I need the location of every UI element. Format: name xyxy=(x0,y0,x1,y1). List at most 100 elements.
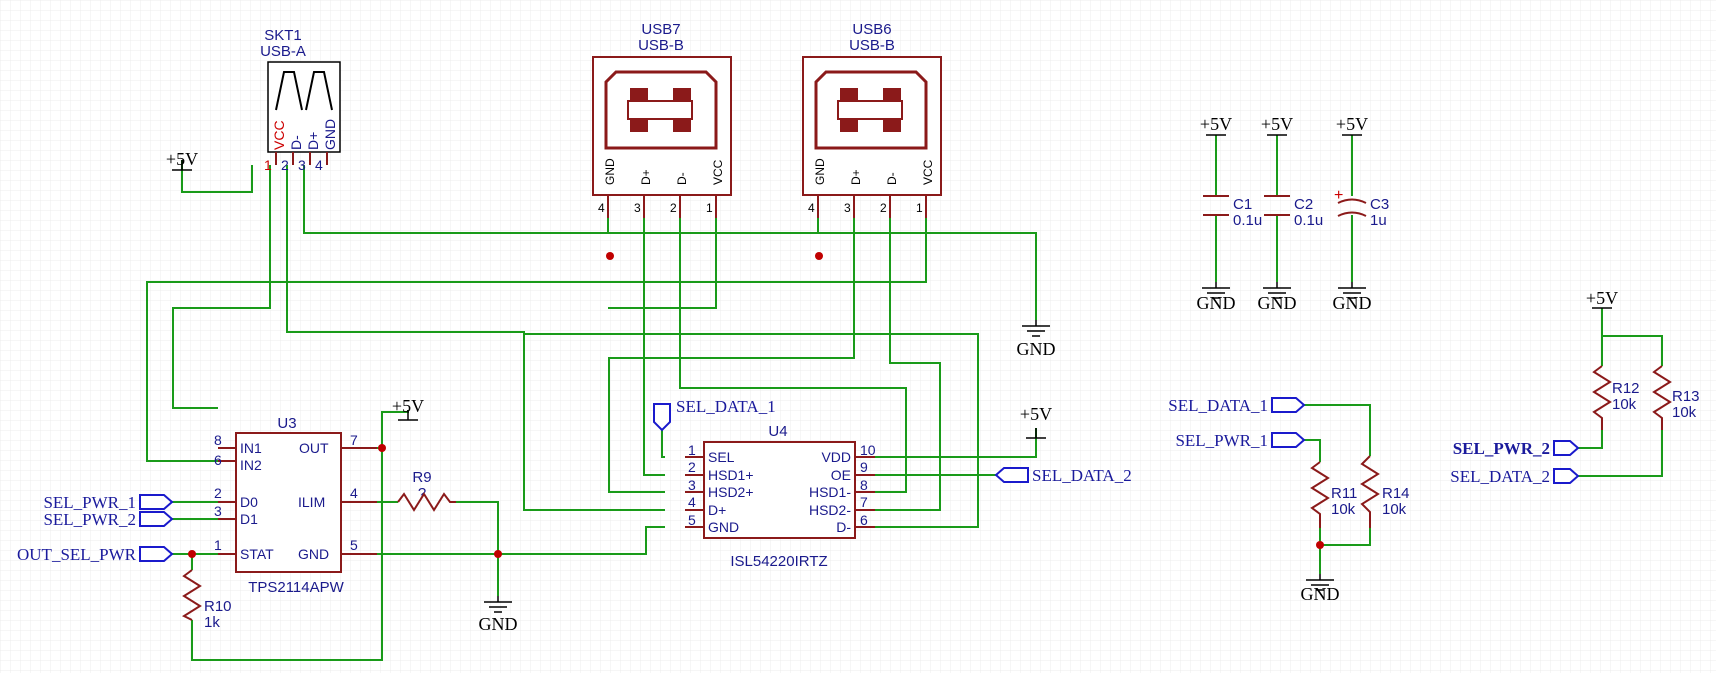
usb6-pin-num: 3 xyxy=(844,201,851,215)
port-flag-icon xyxy=(139,494,174,510)
capacitor-c2[interactable]: C2 0.1u xyxy=(1264,195,1323,229)
port-flag-icon xyxy=(653,403,671,432)
net-port-sel-pwr-1-r11[interactable]: SEL_PWR_1 xyxy=(1175,431,1306,450)
net-label-sel-pwr-1: SEL_PWR_1 xyxy=(43,493,136,512)
u3-pin-ilim: ILIM xyxy=(298,494,325,510)
u3-pin-d1: D1 xyxy=(240,511,258,527)
usb7-pin-num: 1 xyxy=(706,201,713,215)
u3-tps2114apw[interactable]: U3 TPS2114APW 8 IN1 6 IN2 2 D0 3 D1 1 ST… xyxy=(214,415,377,596)
power-5v-u4vdd: +5V xyxy=(1020,404,1052,439)
net-port-sel-pwr-2-r12[interactable]: SEL_PWR_2 xyxy=(1453,439,1580,458)
usb7-pin-gnd: GND xyxy=(603,158,617,185)
port-flag-icon xyxy=(1553,440,1580,456)
net-port-sel-data-2-u4[interactable]: SEL_DATA_2 xyxy=(994,466,1132,485)
junction-dot xyxy=(815,252,823,260)
usb7-pin-vcc: VCC xyxy=(711,159,725,185)
u4-pin-num: 1 xyxy=(688,442,696,458)
resistor-r14[interactable]: R14 10k xyxy=(1360,455,1410,528)
skt1-pin-num: 3 xyxy=(298,157,306,173)
u3-pin-gnd: GND xyxy=(298,546,329,562)
u4-pin-num: 8 xyxy=(860,477,868,493)
ground-symbols: GND GND GND GND GND GND xyxy=(479,282,1372,634)
u4-pin-num: 6 xyxy=(860,512,868,528)
skt1-pin-num: 4 xyxy=(315,157,323,173)
junction-dot xyxy=(606,252,614,260)
r10-ref: R10 xyxy=(204,598,232,615)
power-5v-skt1: +5V xyxy=(166,149,198,171)
capacitor-c3[interactable]: + C3 1u xyxy=(1334,187,1389,229)
usb6-pin-num: 4 xyxy=(808,201,815,215)
c3-polarity-mark: + xyxy=(1334,187,1343,204)
u4-pin-sel: SEL xyxy=(708,449,735,465)
usb6-usb-b[interactable]: USB6 USB-B GND D+ D- VCC 4 3 2 1 xyxy=(802,21,942,218)
ground-icon: GND xyxy=(1301,574,1340,604)
net-port-sel-pwr-2-u3[interactable]: SEL_PWR_2 xyxy=(43,510,174,529)
u4-pin-dplus: D+ xyxy=(708,502,726,518)
net-port-sel-data-1-r14[interactable]: SEL_DATA_1 xyxy=(1168,396,1306,415)
r13-value: 10k xyxy=(1672,404,1697,421)
capacitor-icon xyxy=(1203,195,1229,216)
ground-label: GND xyxy=(1258,293,1297,313)
usb6-pin-num: 2 xyxy=(880,201,887,215)
net-label-sel-data-1: SEL_DATA_1 xyxy=(1168,396,1268,415)
usb7-usb-b[interactable]: USB7 USB-B GND D+ D- VCC 4 3 2 1 xyxy=(592,21,732,218)
u3-pin-num: 4 xyxy=(350,485,358,501)
junction-dot xyxy=(188,550,196,558)
u3-pin-num: 5 xyxy=(350,537,358,553)
u3-pin-in1: IN1 xyxy=(240,440,262,456)
skt1-pin-num: 1 xyxy=(264,157,272,173)
ground-label: GND xyxy=(1333,293,1372,313)
u3-ref: U3 xyxy=(277,415,296,432)
usb-a-contact-icon xyxy=(305,71,333,111)
net-label-sel-pwr-2: SEL_PWR_2 xyxy=(43,510,136,529)
net-port-sel-data-1-u4[interactable]: SEL_DATA_1 xyxy=(653,397,776,432)
c1-ref: C1 xyxy=(1233,196,1252,213)
r11-value: 10k xyxy=(1331,501,1356,518)
usb-b-port-icon xyxy=(814,70,928,150)
u4-ref: U4 xyxy=(768,423,787,440)
ground-icon: GND xyxy=(479,596,518,634)
u4-pin-num: 9 xyxy=(860,459,868,475)
power-5v-label: +5V xyxy=(392,396,424,416)
wires xyxy=(146,135,1663,661)
usb7-ref: USB7 xyxy=(641,21,680,38)
u4-pin-hsd1minus: HSD1- xyxy=(809,484,851,500)
r9-value: ? xyxy=(418,485,426,502)
net-port-out-sel-pwr[interactable]: OUT_SEL_PWR xyxy=(17,545,174,564)
power-5v-c1: +5V xyxy=(1200,114,1232,136)
usb6-pin-dplus: D+ xyxy=(849,169,863,185)
port-flag-icon xyxy=(1271,432,1306,448)
net-port-sel-pwr-1-u3[interactable]: SEL_PWR_1 xyxy=(43,493,174,512)
u4-body xyxy=(703,441,856,539)
u3-body xyxy=(235,432,342,573)
u3-pin-num: 8 xyxy=(214,432,222,448)
u3-pin-num: 2 xyxy=(214,485,222,501)
resistor-r10[interactable]: R10 1k xyxy=(181,569,232,631)
u4-isl54220irtz[interactable]: U4 ISL54220IRTZ 1 SEL 2 HSD1+ 3 HSD2+ 4 … xyxy=(685,423,876,570)
resistor-r9[interactable]: R9 ? xyxy=(397,469,456,512)
skt1-usb-a[interactable]: SKT1 USB-A VCC D- D+ GND 1 2 3 4 xyxy=(260,27,341,173)
resistor-r13[interactable]: R13 10k xyxy=(1652,365,1700,430)
resistor-zigzag-icon xyxy=(1310,461,1330,528)
net-port-sel-data-2-r13[interactable]: SEL_DATA_2 xyxy=(1450,467,1580,486)
skt1-value: USB-A xyxy=(260,43,306,60)
r13-ref: R13 xyxy=(1672,388,1700,405)
usb7-body xyxy=(592,56,732,196)
power-5v-c3: +5V xyxy=(1336,114,1368,136)
resistor-r12[interactable]: R12 10k xyxy=(1592,365,1640,430)
junctions xyxy=(188,252,1324,558)
u4-pin-oe: OE xyxy=(831,467,851,483)
junction-dot xyxy=(494,550,502,558)
net-label-sel-pwr-2: SEL_PWR_2 xyxy=(1453,439,1550,458)
u3-value: TPS2114APW xyxy=(248,579,344,596)
r10-value: 1k xyxy=(204,614,220,631)
r12-ref: R12 xyxy=(1612,380,1640,397)
power-5v-u3out: +5V xyxy=(392,396,424,421)
capacitor-c1[interactable]: C1 0.1u xyxy=(1203,195,1262,229)
power-5v-r12: +5V xyxy=(1586,288,1618,309)
skt1-pin-num: 2 xyxy=(281,157,289,173)
usb6-ref: USB6 xyxy=(852,21,891,38)
resistor-r11[interactable]: R11 10k xyxy=(1310,461,1357,528)
power-5v-c2: +5V xyxy=(1261,114,1293,136)
